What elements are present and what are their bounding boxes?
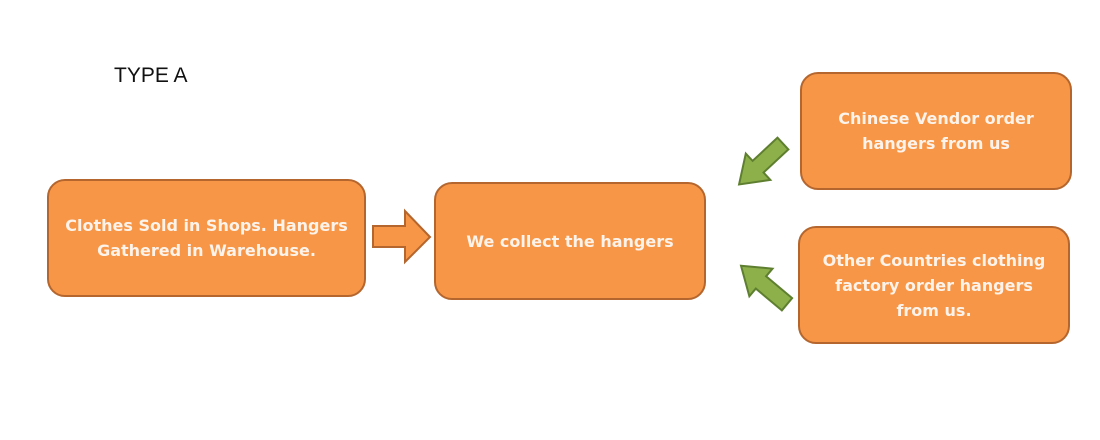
node-other-countries: Other Countries clothing factory order h… — [798, 226, 1070, 344]
node-collect-label: We collect the hangers — [466, 231, 674, 251]
node-shops-label: Clothes Sold in Shops. Hangers Gathered … — [65, 216, 348, 260]
node-chinese-vendor: Chinese Vendor order hangers from us — [800, 72, 1072, 190]
node-chinese-vendor-label: Chinese Vendor order hangers from us — [838, 109, 1034, 153]
arrow-shops-to-collect — [372, 208, 432, 265]
node-other-countries-label: Other Countries clothing factory order h… — [822, 250, 1046, 320]
arrow-vendor-to-collect — [737, 136, 790, 186]
arrow-other-countries-to-collect — [739, 264, 794, 312]
diagram-title: TYPE A — [114, 64, 188, 87]
node-collect: We collect the hangers — [434, 182, 706, 300]
node-shops: Clothes Sold in Shops. Hangers Gathered … — [47, 179, 366, 297]
